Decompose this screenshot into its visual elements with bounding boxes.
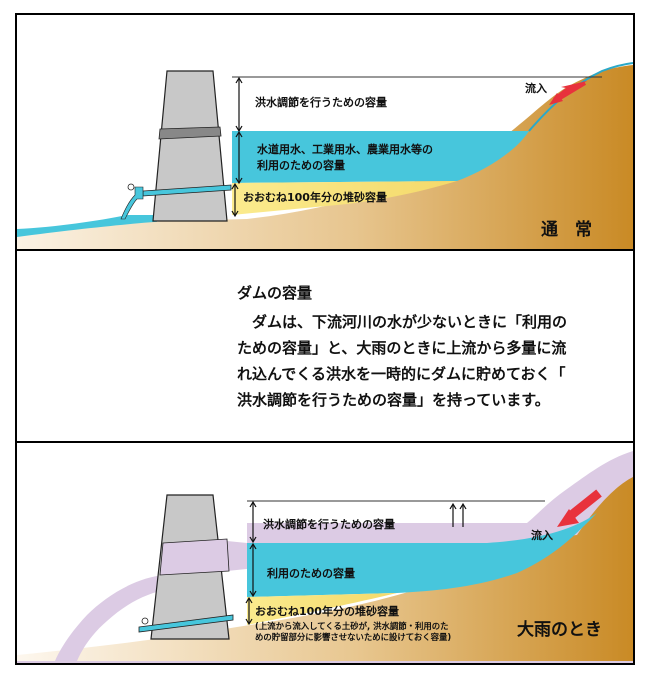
top-inflow-label: 流入 xyxy=(525,81,547,95)
bottom-dam-overflow-band xyxy=(159,538,230,576)
reservoir-water xyxy=(232,131,529,183)
dam-body xyxy=(152,70,228,222)
bottom-use-label: 利用のための容量 xyxy=(267,566,355,580)
bottom-note-line1: (上流から流入してくる土砂が, 洪水調節・利用のた xyxy=(255,621,449,631)
diagram-frame: 洪水調節を行うための容量 水道用水、工業用水、農業用水等の 利用のための容量 お… xyxy=(15,13,635,665)
paragraph-line-4: 洪水調節を行うための容量」を持っています。 xyxy=(237,391,550,409)
paragraph-line-2: ための容量」と、大雨のときに上流から多量に流 xyxy=(237,339,566,357)
flood-downstream xyxy=(17,661,633,663)
flood-overflow xyxy=(55,575,169,661)
capacity-arrows xyxy=(231,76,243,218)
middle-panel: ダムの容量 ダムは、下流河川の水が少ないときに「利用の ための容量」と、大雨のと… xyxy=(237,284,567,409)
bottom-sediment-label: おおむね100年分の堆砂容量 xyxy=(255,604,399,618)
dam-capacity-diagram: 洪水調節を行うための容量 水道用水、工業用水、農業用水等の 利用のための容量 お… xyxy=(17,62,633,663)
bottom-sediment-zone xyxy=(247,593,397,625)
bottom-note-line2: めの貯留部分に影響させないために設けておく容量) xyxy=(255,632,451,642)
mountain-ground xyxy=(17,65,633,249)
top-corner-label: 通 常 xyxy=(541,219,592,240)
bottom-panel: 洪水調節を行うための容量 利用のための容量 おおむね100年分の堆砂容量 (上流… xyxy=(17,451,633,663)
mountain-outline xyxy=(528,62,633,132)
bottom-mountain-ground xyxy=(17,471,633,663)
middle-heading: ダムの容量 xyxy=(237,284,312,302)
outlet-spout xyxy=(120,186,144,220)
top-water-use-line1: 水道用水、工業用水、農業用水等の xyxy=(257,142,433,156)
bottom-valve-icon xyxy=(141,617,149,625)
top-water-use-line2: 利用のための容量 xyxy=(257,158,345,172)
bottom-outlet-pipe xyxy=(138,614,234,633)
bottom-capacity-arrows xyxy=(245,500,467,626)
bottom-inflow-arrow-icon xyxy=(557,509,579,527)
bottom-reservoir-water xyxy=(247,513,597,597)
paragraph-line-3: れ込んでくる洪水を一時的にダムに貯めておく「 xyxy=(237,365,566,383)
top-sediment-label: おおむね100年分の堆砂容量 xyxy=(243,190,387,204)
top-flood-label: 洪水調節を行うための容量 xyxy=(255,95,387,109)
bottom-flood-label: 洪水調節を行うための容量 xyxy=(263,517,395,531)
bottom-inflow-label: 流入 xyxy=(531,528,553,542)
dam-gate-band xyxy=(158,126,222,140)
valve-icon xyxy=(127,183,135,191)
sediment-zone xyxy=(232,181,457,215)
top-panel: 洪水調節を行うための容量 水道用水、工業用水、農業用水等の 利用のための容量 お… xyxy=(17,62,633,249)
paragraph-line-1: ダムは、下流河川の水が少ないときに「利用の xyxy=(237,313,567,331)
bottom-corner-label: 大雨のとき xyxy=(517,619,602,640)
